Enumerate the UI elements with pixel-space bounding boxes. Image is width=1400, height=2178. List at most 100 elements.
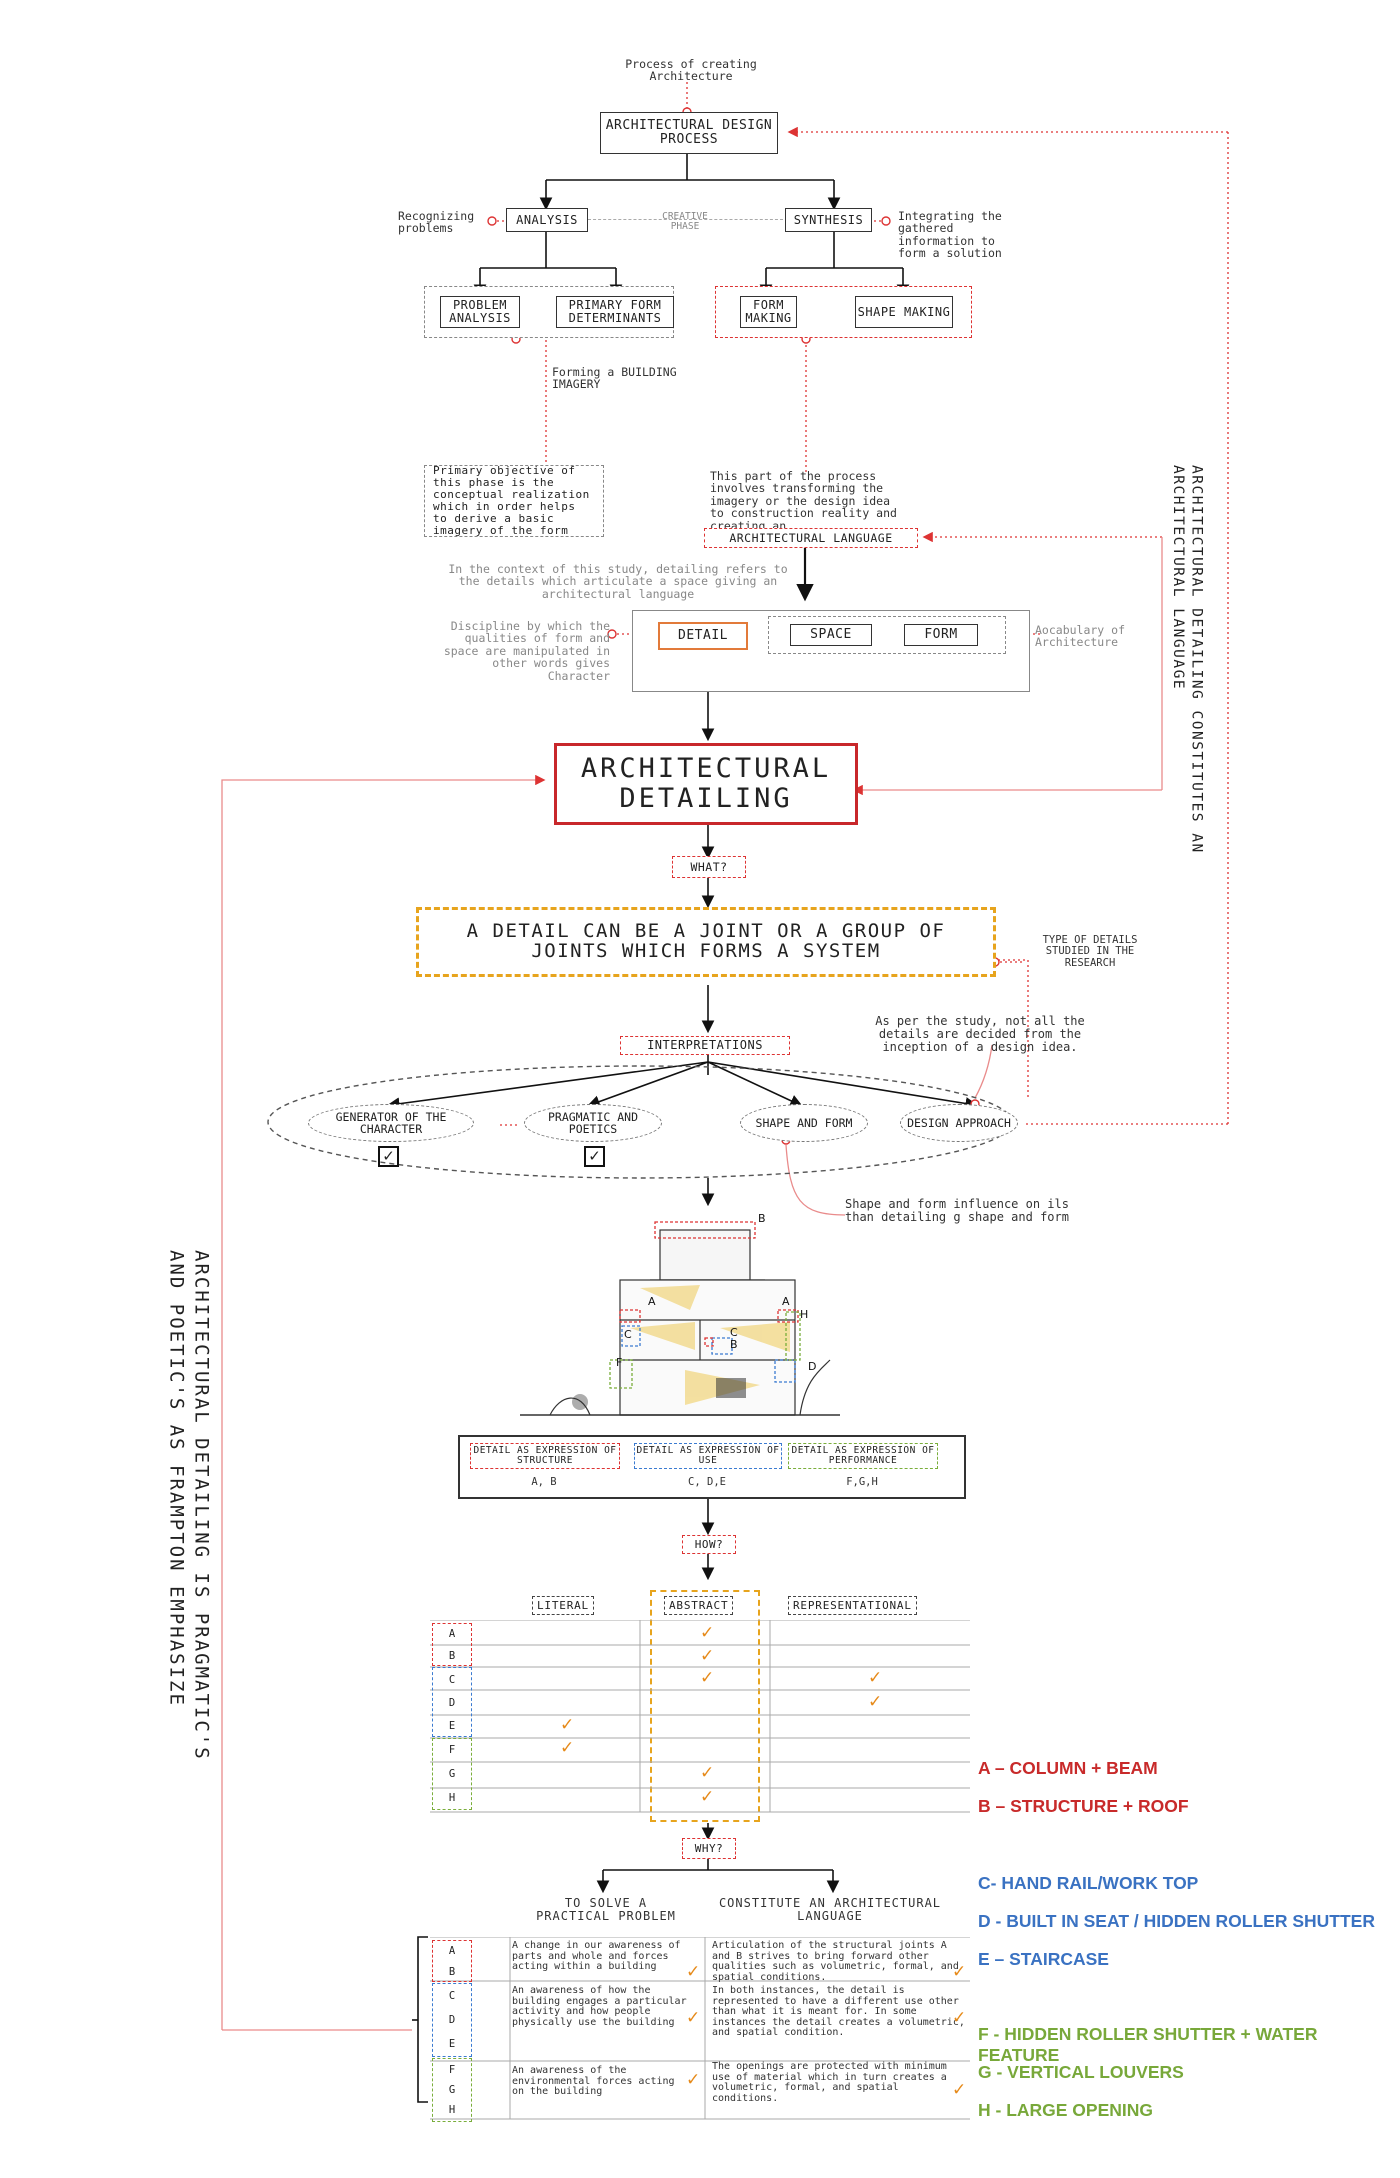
right-vertical-text: ARCHITECTURAL DETAILING CONSTITUTES AN A… (1169, 465, 1205, 854)
section-label-h: H (800, 1308, 808, 1321)
problem-analysis-box: PROBLEM ANALYSIS (440, 296, 520, 328)
legend-e: E – STAIRCASE (978, 1949, 1109, 1969)
creative-phase-label: CREATIVE PHASE (662, 211, 708, 233)
why-rows-cde (432, 1983, 472, 2057)
row-b: B (448, 1650, 456, 1662)
why-tick-2a-icon: ✓ (686, 2008, 701, 2028)
creative-phase-divider (588, 219, 783, 220)
this-part-note: This part of the process involves transf… (710, 469, 897, 533)
why-tick-3a-icon: ✓ (686, 2070, 701, 2090)
row-h: H (448, 1792, 456, 1804)
why-row-e: E (448, 2038, 456, 2050)
why-row-g: G (448, 2084, 456, 2096)
space-box: SPACE (790, 624, 872, 646)
why-row-f: F (448, 2064, 456, 2076)
section-label-a: A (648, 1295, 656, 1308)
legend-g: G - VERTICAL LOUVERS (978, 2062, 1184, 2082)
legend-f: F - HIDDEN ROLLER SHUTTER + WATER FEATUR… (978, 2024, 1318, 2065)
row-f: F (448, 1744, 456, 1756)
row-c: C (448, 1674, 456, 1686)
col-literal: LITERAL (532, 1596, 594, 1615)
expression-structure-items: A, B (531, 1476, 557, 1488)
why-label: WHY? (682, 1838, 736, 1859)
why-rows-ab (432, 1940, 472, 1982)
vocabulary-note: Aocabulary of Architecture (1035, 623, 1126, 650)
tick-c-abstract-icon: ✓ (700, 1668, 715, 1688)
shape-form-bubble: SHAPE AND FORM (740, 1104, 868, 1142)
col-representational: REPRESENTATIONAL (788, 1596, 917, 1615)
primary-objective-box: Primary objective of this phase is the c… (424, 464, 604, 537)
legend-d: D - BUILT IN SEAT / HIDDEN ROLLER SHUTTE… (978, 1911, 1375, 1931)
shape-making-box: SHAPE MAKING (855, 296, 953, 328)
building-section-illustration: B A A H C C B F D (520, 1212, 840, 1441)
how-label: HOW? (682, 1535, 736, 1554)
col-abstract: ABSTRACT (664, 1596, 734, 1615)
generator-checkbox-icon: ✓ (378, 1146, 399, 1167)
as-per-study-note: As per the study, not all the details ar… (875, 1014, 1085, 1054)
expression-use-items: C, D,E (688, 1476, 726, 1488)
section-label-f: F (616, 1356, 622, 1369)
why-solve-3: An awareness of the environmental forces… (512, 2065, 675, 2097)
legend-a: A – COLUMN + BEAM (978, 1758, 1158, 1778)
rows-ab-group (432, 1623, 472, 1666)
why-lang-2: In both instances, the detail is represe… (712, 1985, 965, 2038)
expression-structure: DETAIL AS EXPRESSION OF STRUCTURE (470, 1443, 620, 1469)
what-label: WHAT? (672, 856, 746, 878)
how-table-grid (430, 1620, 970, 1813)
tick-b-abstract-icon: ✓ (700, 1646, 715, 1666)
tick-e-literal-icon: ✓ (560, 1715, 575, 1735)
recognizing-note: Recognizing problems (398, 209, 475, 236)
row-a: A (448, 1628, 456, 1640)
section-label-a2: A (782, 1295, 790, 1308)
arch-language-box: ARCHITECTURAL LANGUAGE (704, 528, 918, 548)
section-label-d: D (808, 1360, 816, 1373)
form-box: FORM (904, 624, 978, 646)
context-note: In the context of this study, detailing … (448, 562, 788, 601)
type-details-note: TYPE OF DETAILS STUDIED IN THE RESEARCH (1042, 934, 1138, 969)
why-row-h: H (448, 2104, 456, 2116)
tick-h-abstract-icon: ✓ (700, 1787, 715, 1807)
tick-a-abstract-icon: ✓ (700, 1623, 715, 1643)
rows-cde-group (432, 1667, 472, 1737)
section-label-b2: B (730, 1338, 738, 1351)
why-tick-2b-icon: ✓ (952, 2008, 967, 2028)
interpretations-label: INTERPRETATIONS (620, 1036, 790, 1055)
tick-f-literal-icon: ✓ (560, 1738, 575, 1758)
section-label-c: C (624, 1328, 632, 1341)
expression-performance: DETAIL AS EXPRESSION OF PERFORMANCE (788, 1443, 938, 1469)
left-vertical-text: ARCHITECTURAL DETAILING IS PRAGMATIC'S A… (165, 1250, 213, 1761)
why-tick-1b-icon: ✓ (952, 1962, 967, 1982)
detail-box: DETAIL (658, 622, 748, 650)
abstract-highlight (650, 1590, 760, 1822)
legend-c: C- HAND RAIL/WORK TOP (978, 1873, 1199, 1893)
tick-g-abstract-icon: ✓ (700, 1763, 715, 1783)
rows-fgh-group (432, 1738, 472, 1810)
section-label-c2: C (730, 1326, 738, 1339)
constitute-heading: CONSTITUTE AN ARCHITECTURAL LANGUAGE (718, 1896, 942, 1923)
analysis-box: ANALYSIS (506, 208, 588, 232)
why-solve-2: An awareness of how the building engages… (512, 1985, 687, 2028)
why-row-a: A (448, 1945, 456, 1957)
primary-form-box: PRIMARY FORM DETERMINANTS (556, 296, 674, 328)
why-lang-1: Articulation of the structural joints A … (712, 1940, 959, 1983)
why-solve-1: A change in our awareness of parts and w… (512, 1940, 681, 1972)
legend-b: B – STRUCTURE + ROOF (978, 1796, 1189, 1816)
why-lang-3: The openings are protected with minimum … (712, 2061, 947, 2104)
expression-performance-items: F,G,H (846, 1476, 878, 1488)
synthesis-box: SYNTHESIS (785, 208, 872, 232)
design-approach-bubble: DESIGN APPROACH (900, 1104, 1018, 1142)
why-table-grid (430, 1937, 970, 2120)
why-rows-fgh (432, 2058, 472, 2122)
joint-statement-box: A DETAIL CAN BE A JOINT OR A GROUP OF JO… (416, 907, 996, 977)
solve-heading: TO SOLVE A PRACTICAL PROBLEM (536, 1896, 676, 1923)
row-e: E (448, 1720, 456, 1732)
row-d: D (448, 1697, 456, 1709)
shape-influence-note: Shape and form influence on ils than det… (845, 1197, 1069, 1224)
tick-c-representational-icon: ✓ (868, 1668, 883, 1688)
arch-detailing-box: ARCHITECTURAL DETAILING (554, 743, 858, 825)
why-tick-3b-icon: ✓ (952, 2080, 967, 2100)
tick-d-representational-icon: ✓ (868, 1692, 883, 1712)
design-process-box: ARCHITECTURAL DESIGN PROCESS (600, 112, 778, 154)
section-label-b: B (758, 1212, 766, 1225)
why-row-b: B (448, 1966, 456, 1978)
